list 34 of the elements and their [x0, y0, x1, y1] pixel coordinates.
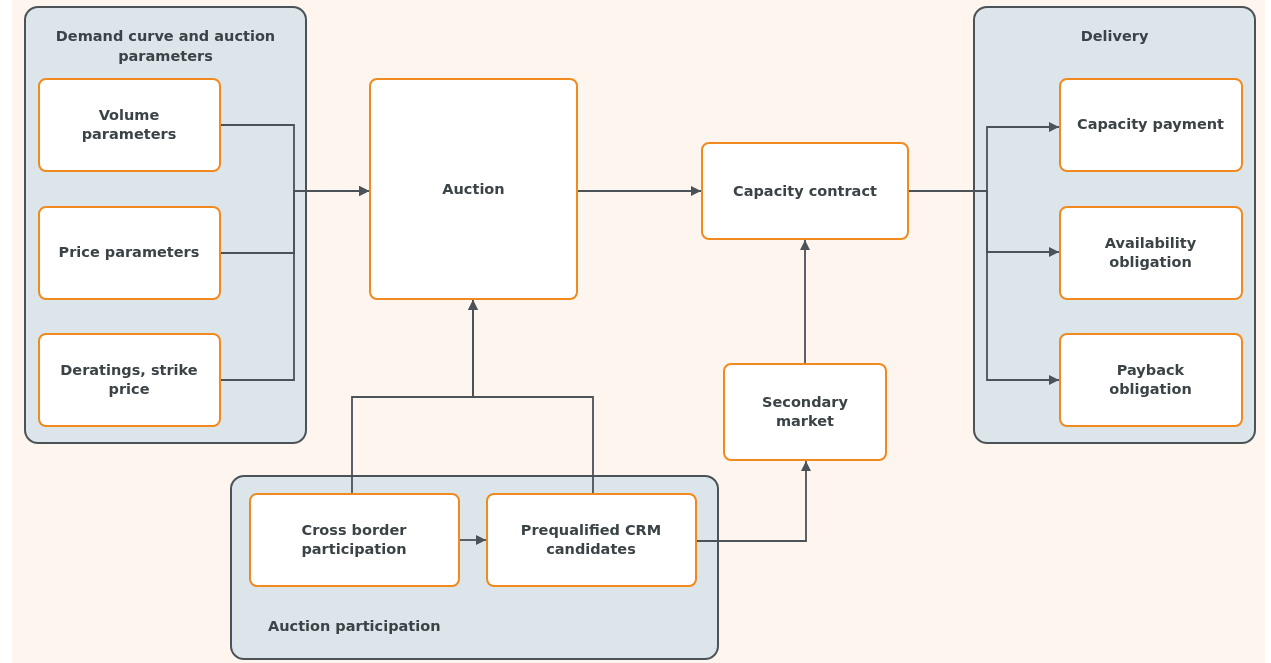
box-label: Deratings, strike price	[59, 360, 199, 399]
group-heading: Auction participation	[268, 616, 442, 636]
box-label: Secondary market	[761, 393, 849, 431]
box-label: Payback obligation	[1108, 360, 1193, 399]
arrow	[696, 460, 811, 542]
box-label: Auction	[442, 179, 505, 199]
box-label: Prequalified CRM candidates	[519, 520, 663, 559]
box-label: Volume parameters	[80, 105, 178, 144]
box-label: Capacity payment	[1077, 115, 1224, 134]
group-panel	[973, 6, 1256, 444]
arrow	[220, 186, 370, 381]
arrow	[577, 186, 702, 196]
group-heading: Delivery	[1079, 27, 1150, 46]
process-box	[369, 78, 578, 300]
process-box	[37, 205, 221, 300]
arrow	[459, 535, 487, 545]
group-heading: Demand curve and auction parameters	[54, 27, 277, 67]
arrow	[468, 299, 594, 494]
box-label: Capacity contract	[733, 181, 877, 201]
process-box	[485, 492, 697, 587]
process-box	[1058, 205, 1243, 300]
group-panel	[24, 6, 307, 444]
box-label: Availability obligation	[1103, 233, 1198, 272]
process-box	[1058, 332, 1243, 427]
process-box	[37, 332, 221, 427]
process-box	[723, 363, 887, 461]
arrow	[800, 239, 810, 364]
process-box	[1058, 77, 1243, 172]
box-label: Price parameters	[58, 243, 200, 262]
process-box	[701, 142, 909, 240]
process-box	[37, 77, 221, 172]
group-panel	[230, 475, 719, 660]
box-label: Cross border participation	[300, 520, 408, 559]
process-box	[248, 492, 460, 587]
